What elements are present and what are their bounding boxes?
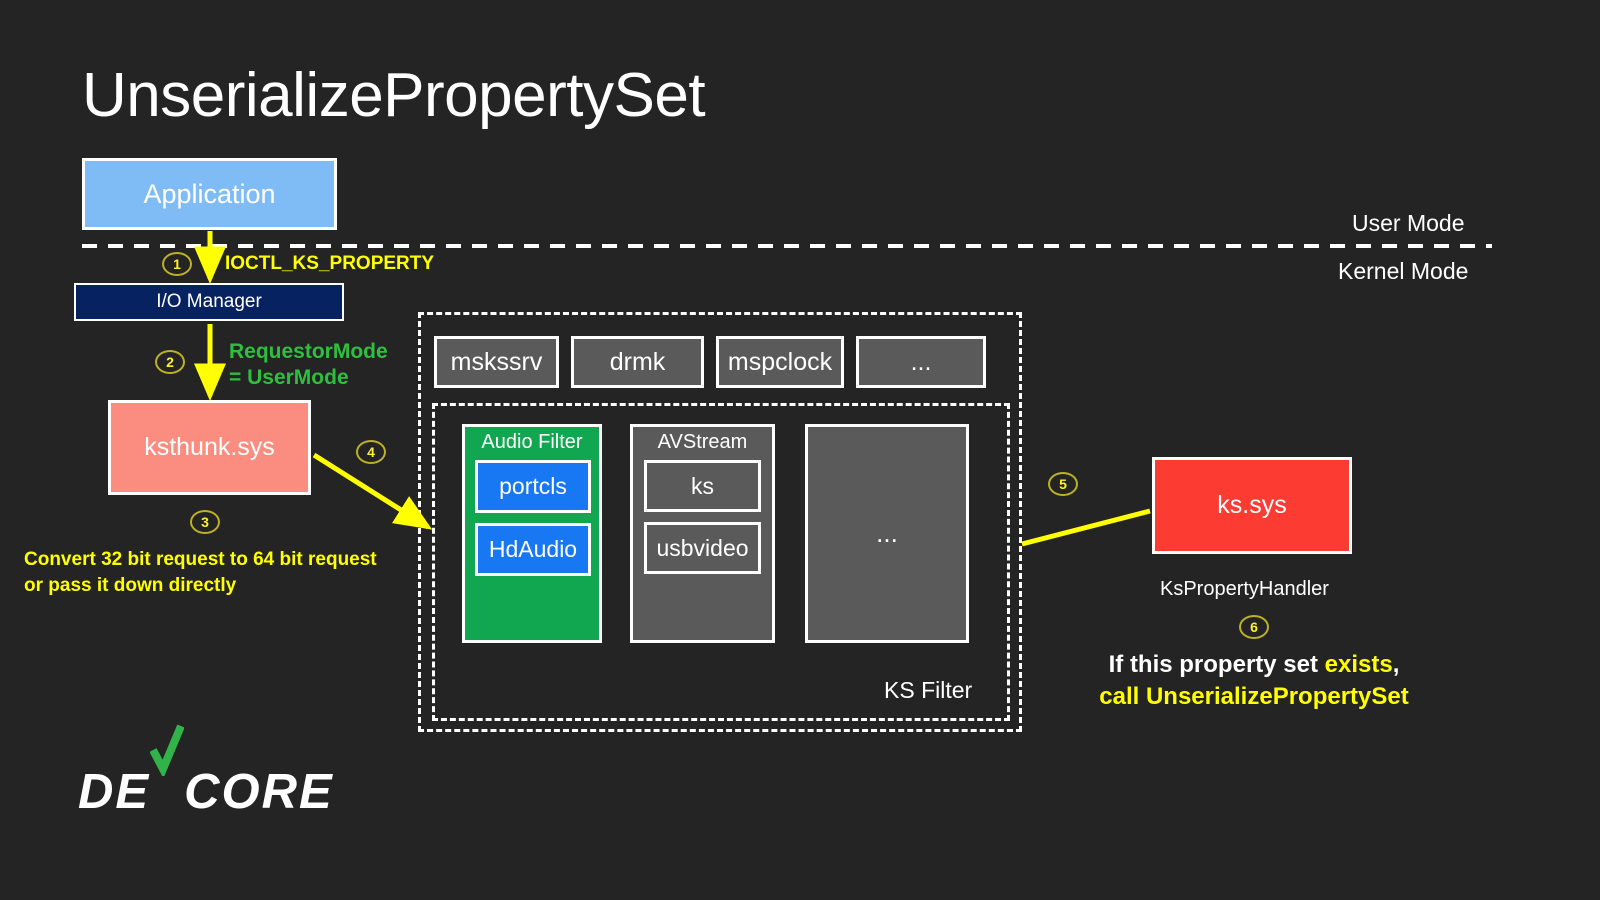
step-marker-4: 4	[356, 440, 386, 464]
green-check-icon	[150, 724, 185, 808]
devcore-logo: DE CORE	[78, 724, 334, 820]
exists-note-prefix: If this property set	[1108, 651, 1325, 678]
application-box[interactable]: Application	[82, 158, 337, 230]
driver-box-drmk[interactable]: drmk	[571, 336, 704, 388]
exists-note-annotation: If this property set exists, call Unseri…	[1084, 649, 1424, 713]
hdaudio-box[interactable]: HdAudio	[475, 523, 591, 576]
page-title: UnserializePropertySet	[82, 61, 706, 130]
convert-note-line-2: or pass it down directly	[24, 574, 237, 596]
exists-note-highlight: exists	[1324, 651, 1393, 678]
exists-note-line-2: call UnserializePropertySet	[1099, 682, 1409, 710]
driver-box-mspclock[interactable]: mspclock	[716, 336, 844, 388]
requestor-mode-annotation: RequestorMode = UserMode	[229, 339, 388, 390]
line-ks-filter-to-ks-sys	[1021, 508, 1151, 547]
logo-text-dev: DE	[78, 765, 151, 819]
ksthunk-sys-box[interactable]: ksthunk.sys	[108, 400, 311, 495]
step-marker-1: 1	[162, 252, 192, 276]
more-filters-box[interactable]: ...	[805, 424, 969, 643]
ks-sys-box[interactable]: ks.sys	[1152, 457, 1352, 554]
requestor-mode-line-1: RequestorMode	[229, 340, 388, 363]
requestor-mode-line-2: = UserMode	[229, 365, 349, 389]
portcls-box[interactable]: portcls	[475, 460, 591, 513]
ioctl-annotation: IOCTL_KS_PROPERTY	[225, 253, 435, 274]
avstream-title: AVStream	[657, 431, 748, 453]
step-marker-2: 2	[155, 350, 185, 374]
io-manager-box[interactable]: I/O Manager	[74, 283, 344, 321]
audio-filter-group[interactable]: Audio Filter portcls HdAudio	[462, 424, 602, 643]
usbvideo-box[interactable]: usbvideo	[644, 522, 761, 574]
ks-filter-container	[432, 403, 1010, 721]
logo-text-core: CORE	[184, 765, 334, 819]
ks-filter-label: KS Filter	[884, 677, 973, 703]
arrow-ksthunk-to-ks-filter	[312, 452, 433, 530]
step-marker-3: 3	[190, 510, 220, 534]
avstream-group[interactable]: AVStream ks usbvideo	[630, 424, 775, 643]
ks-box[interactable]: ks	[644, 460, 761, 512]
convert-note-line-1: Convert 32 bit request to 64 bit request	[24, 549, 377, 570]
kernel-mode-label: Kernel Mode	[1338, 258, 1469, 284]
audio-filter-title: Audio Filter	[481, 431, 583, 453]
ks-property-handler-label: KsPropertyHandler	[1160, 578, 1329, 600]
driver-box-mskssrv[interactable]: mskssrv	[434, 336, 559, 388]
exists-note-line-1: If this property set exists,	[1084, 649, 1424, 681]
driver-box-more[interactable]: ...	[856, 336, 986, 388]
convert-note-annotation: Convert 32 bit request to 64 bit request…	[24, 547, 377, 598]
step-marker-5: 5	[1048, 472, 1078, 496]
exists-note-comma: ,	[1392, 651, 1400, 678]
user-mode-label: User Mode	[1352, 210, 1465, 236]
step-marker-6: 6	[1239, 615, 1269, 639]
